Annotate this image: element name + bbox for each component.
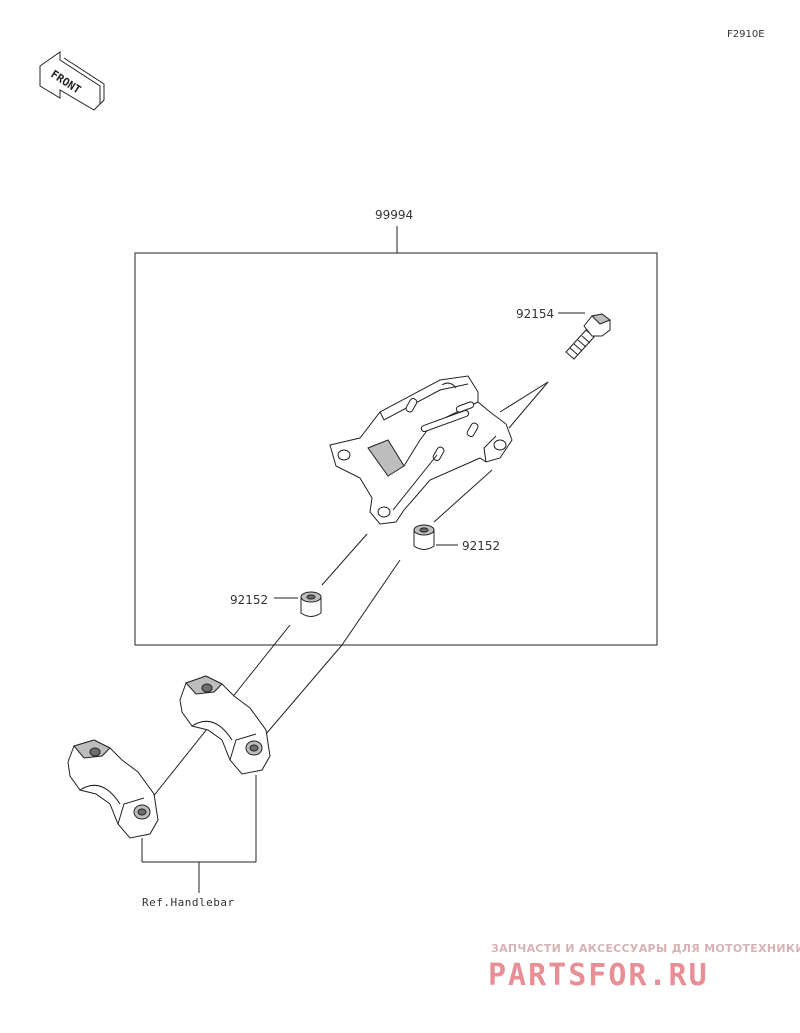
collar-left-92152 — [300, 591, 322, 617]
watermark-tagline: ЗАПЧАСТИ И АКСЕССУАРЫ ДЛЯ МОТОТЕХНИКИ — [491, 942, 800, 955]
collar-left-part-number: 92152 — [230, 593, 268, 607]
front-arrow-icon: FRONT — [39, 51, 105, 111]
collar-right-part-number: 92152 — [462, 539, 500, 553]
reference-label: Ref.Handlebar — [142, 896, 235, 909]
clamp-left — [67, 739, 159, 839]
figure-code: F2910E — [727, 29, 765, 40]
kit-box — [134, 252, 658, 646]
collar-right-92152 — [413, 524, 435, 550]
reference-bracket — [141, 775, 257, 893]
kit-part-number: 99994 — [375, 208, 413, 222]
mount-bracket — [329, 375, 513, 525]
bolt-92154 — [565, 313, 612, 360]
watermark-logo: PARTSFOR.RU — [488, 958, 709, 993]
clamp-right — [179, 675, 271, 775]
bolt-part-number: 92154 — [516, 307, 554, 321]
